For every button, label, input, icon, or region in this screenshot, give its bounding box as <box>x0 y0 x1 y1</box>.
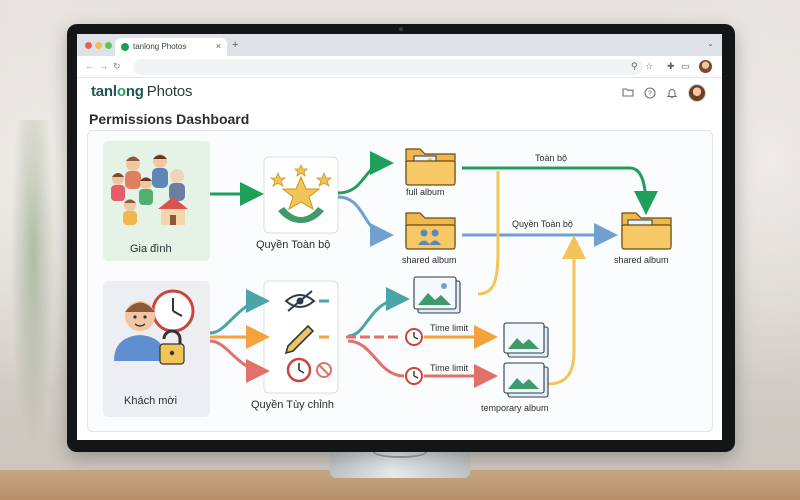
right-shared-album-folder-icon[interactable] <box>621 212 672 250</box>
tab-close-icon[interactable]: × <box>215 41 221 51</box>
edge-label-time-limit-1: Time limit <box>430 323 469 333</box>
tab-search-chevron-icon[interactable]: ⌄ <box>707 39 714 48</box>
guest-group-label: Khách mời <box>124 395 178 407</box>
right-shared-album-label: shared album <box>614 255 669 265</box>
diagram-svg <box>103 141 672 417</box>
full-permission-card[interactable] <box>263 156 339 234</box>
time-limit-clock-icon <box>405 367 423 385</box>
temporary-album-photo-stack-icon[interactable] <box>503 362 549 398</box>
window-maximize-button[interactable] <box>105 42 112 49</box>
guest-photo-stack-icon[interactable] <box>413 276 461 314</box>
edge-label-toan-bo: Toàn bộ <box>535 153 568 163</box>
guest-group-card[interactable] <box>103 281 210 417</box>
permissions-diagram: Gia đình Khách mời Quyền Toàn bộ Quyền T… <box>87 130 713 432</box>
pencil-edit-icon <box>284 324 329 355</box>
family-illustration-icon <box>111 154 188 225</box>
help-icon[interactable]: ? <box>644 87 656 102</box>
page-title: Permissions Dashboard <box>89 111 250 127</box>
arrow-custom-to-timer <box>347 339 405 378</box>
guest-illustration-icon <box>114 289 195 365</box>
zoom-icon[interactable]: ⚲ <box>631 61 638 71</box>
arrow-guest-to-timer <box>209 339 270 383</box>
hidden-eye-icon <box>284 290 329 312</box>
time-limit-clock-icon <box>405 328 423 346</box>
bookmark-star-icon[interactable]: ☆ <box>645 61 654 71</box>
webcam <box>399 27 403 31</box>
browser-toolbar: ← → ↻ ⚲ ☆ ✚ ▭ <box>77 56 722 78</box>
extensions-icon[interactable]: ✚ <box>667 61 675 71</box>
back-icon[interactable]: ← <box>85 61 94 71</box>
sidepanel-icon[interactable]: ▭ <box>681 61 690 71</box>
stars-hands-icon <box>269 164 333 223</box>
folder-icon[interactable] <box>622 87 634 100</box>
temporary-album-label: temporary album <box>481 403 549 413</box>
arrow-full-album-to-right <box>462 166 658 215</box>
background-plant <box>10 120 56 450</box>
arrow-temporary-to-shared <box>547 235 586 386</box>
time-limited-photo-stack-icon[interactable] <box>503 322 549 358</box>
address-bar[interactable] <box>133 59 643 75</box>
favicon-icon <box>121 43 129 51</box>
browser-tab[interactable]: tanlong Photos × <box>115 38 227 56</box>
family-group-card[interactable] <box>103 141 210 261</box>
family-group-label: Gia đình <box>130 243 172 255</box>
no-entry-icon <box>316 362 332 378</box>
user-avatar[interactable] <box>688 84 706 102</box>
custom-permission-label: Quyền Tùy chỉnh <box>251 399 334 411</box>
browser-profile-avatar[interactable] <box>699 60 712 73</box>
logo-product: Photos <box>146 83 193 100</box>
custom-permission-card[interactable] <box>263 280 339 394</box>
full-album-label: full album <box>406 187 445 197</box>
bell-icon[interactable] <box>666 87 678 102</box>
tab-title: tanlong Photos <box>133 42 187 51</box>
arrow-guest-album-up <box>477 171 500 296</box>
forward-icon[interactable]: → <box>99 61 108 71</box>
logo-suffix: ng <box>125 83 144 100</box>
full-permission-label: Quyền Toàn bộ <box>256 239 331 251</box>
arrow-full-to-shared-album <box>337 195 394 247</box>
arrow-custom-to-album <box>347 287 410 338</box>
logo-o: o <box>116 83 126 100</box>
arrow-full-to-full-album <box>337 151 394 195</box>
clock-timer-icon <box>286 357 312 383</box>
window-close-button[interactable] <box>85 42 92 49</box>
edge-label-quyen-toan-bo: Quyền Toàn bộ <box>512 219 573 229</box>
window-minimize-button[interactable] <box>95 42 102 49</box>
arrow-guest-to-view <box>209 289 270 335</box>
full-album-folder-icon[interactable] <box>405 148 456 186</box>
shared-album-label: shared album <box>402 255 457 265</box>
new-tab-button[interactable]: + <box>232 39 239 51</box>
edge-label-time-limit-2: Time limit <box>430 363 469 373</box>
logo-prefix: tanl <box>91 83 117 100</box>
reload-icon[interactable]: ↻ <box>113 61 121 71</box>
svg-text:?: ? <box>648 91 652 98</box>
screen: tanlong Photos × + ⌄ ← → ↻ ⚲ ☆ ✚ ▭ tanlo… <box>77 34 722 440</box>
shared-album-folder-icon[interactable] <box>405 212 456 250</box>
browser-tab-bar: tanlong Photos × + ⌄ <box>77 34 722 56</box>
